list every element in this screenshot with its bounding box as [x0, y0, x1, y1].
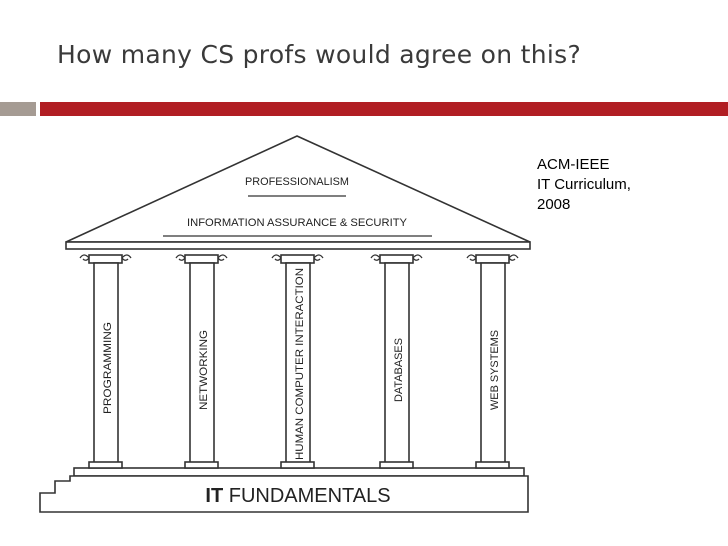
pillar-label-web-systems: WEB SYSTEMS — [489, 330, 501, 410]
capital-scroll — [370, 254, 381, 261]
pillar-foot — [475, 461, 510, 469]
pillar-web-systems — [466, 254, 519, 469]
capital — [280, 254, 315, 264]
pillar-label-networking: NETWORKING — [198, 330, 210, 410]
pillar-label-programming: PROGRAMMING — [102, 322, 114, 414]
entablature — [65, 241, 531, 250]
source-note-line-3: 2008 — [537, 196, 571, 213]
pillar-label-databases: DATABASES — [393, 338, 405, 402]
slide-title: How many CS profs would agree on this? — [57, 40, 582, 69]
capital-scroll — [79, 254, 90, 261]
base-label: IT FUNDAMENTALS — [205, 485, 390, 507]
base-plinth — [73, 467, 525, 477]
pillar-foot — [280, 461, 315, 469]
capital-scroll — [175, 254, 186, 261]
source-note-line-1: ACM-IEEE — [537, 156, 610, 173]
capital-scroll — [412, 254, 423, 261]
capital — [88, 254, 123, 264]
base-steps — [39, 475, 529, 513]
source-note: ACM-IEEE IT Curriculum, 2008 — [537, 155, 631, 215]
title-divider-accent — [40, 102, 728, 116]
shaft — [93, 262, 119, 464]
title-divider-left — [0, 102, 36, 116]
capital-scroll — [217, 254, 228, 261]
pillar-label-hci: HUMAN COMPUTER INTERACTION — [294, 268, 306, 460]
capital-scroll — [466, 254, 477, 261]
pillar-hci — [271, 254, 324, 469]
capital-scroll — [508, 254, 519, 261]
pillar-programming — [79, 254, 132, 469]
source-note-line-2: IT Curriculum, — [537, 176, 631, 193]
pillar-foot — [379, 461, 414, 469]
capital-scroll — [121, 254, 132, 261]
capital — [184, 254, 219, 264]
pillar-foot — [88, 461, 123, 469]
pillar-databases — [370, 254, 423, 469]
roof-label-professionalism: PROFESSIONALISM — [245, 176, 349, 188]
capital — [379, 254, 414, 264]
base-label-rest: FUNDAMENTALS — [223, 485, 390, 507]
shaft — [189, 262, 215, 464]
pillar-networking — [175, 254, 228, 469]
capital — [475, 254, 510, 264]
shaft — [384, 262, 410, 464]
base-label-bold: IT — [205, 485, 223, 507]
shaft — [480, 262, 506, 464]
capital-scroll — [313, 254, 324, 261]
roof-label-security: INFORMATION ASSURANCE & SECURITY — [187, 217, 408, 229]
pillar-foot — [184, 461, 219, 469]
capital-scroll — [271, 254, 282, 261]
